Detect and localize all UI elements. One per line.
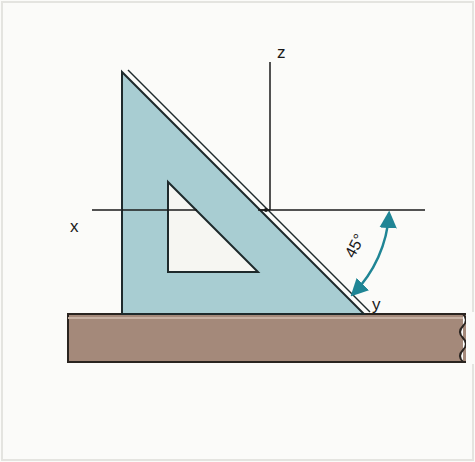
x-axis [92,209,425,211]
hypotenuse-edge [128,70,370,312]
cutout [168,182,258,272]
origin [264,208,268,212]
straightedge [68,314,475,362]
axis-label: y [372,296,381,313]
axis-label: z [277,44,286,61]
x-axis-over [122,209,197,211]
z-axis [269,62,271,210]
axis-label: x [70,218,79,235]
break-gap [466,312,475,364]
break-line [460,314,466,362]
straightedge-edge [68,317,475,319]
angle-label: 45° [342,232,367,261]
set-square [122,72,364,314]
